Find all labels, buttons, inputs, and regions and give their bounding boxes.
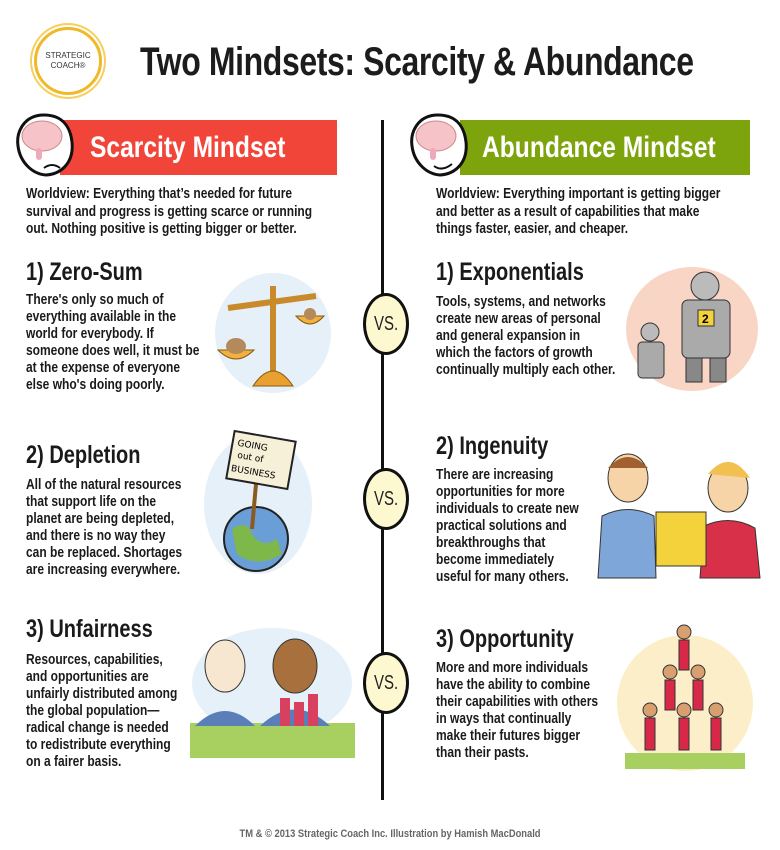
vs-label: VS. xyxy=(373,312,399,335)
people-sharing-ideas-illustration xyxy=(597,453,761,579)
vs-badge-2: VS. xyxy=(363,468,409,530)
abundance-title: Abundance Mindset xyxy=(482,130,716,164)
scarcity-heading-1: 1) Zero-Sum xyxy=(26,258,143,286)
strategic-coach-logo: STRATEGIC COACH® xyxy=(34,27,102,95)
robots-illustration: 2 xyxy=(626,267,758,391)
vs-label: VS. xyxy=(373,487,399,510)
abundance-text-2: There are increasing opportunities for m… xyxy=(436,466,579,585)
logo-text: STRATEGIC COACH® xyxy=(45,51,91,70)
vs-label: VS. xyxy=(373,671,399,694)
human-pyramid-illustration xyxy=(617,624,753,771)
abundance-heading-1: 1) Exponentials xyxy=(436,258,584,286)
vs-badge-1: VS. xyxy=(363,293,409,355)
abundance-banner: Abundance Mindset xyxy=(460,120,750,175)
abundance-heading-2: 2) Ingenuity xyxy=(436,432,549,460)
scarcity-text-3: Resources, capabilities, and opportuniti… xyxy=(26,651,178,770)
center-divider xyxy=(381,120,384,800)
happy-brain-head-icon xyxy=(410,113,468,177)
vs-badge-3: VS. xyxy=(363,652,409,714)
unfair-distribution-illustration xyxy=(190,628,355,758)
footer-text: TM & © 2013 Strategic Coach Inc. Illustr… xyxy=(239,828,541,840)
abundance-text-1: Tools, systems, and networks create new … xyxy=(436,293,616,378)
abundance-text-3: More and more individuals have the abili… xyxy=(436,659,599,761)
page-title: Two Mindsets: Scarcity & Abundance xyxy=(140,40,694,84)
sad-brain-head-icon xyxy=(16,113,74,177)
footer-credit: TM & © 2013 Strategic Coach Inc. Illustr… xyxy=(0,828,780,840)
going-out-of-business-illustration: GOING out of BUSINESS xyxy=(204,429,312,574)
robot-badge: 2 xyxy=(702,312,709,326)
balance-scale-illustration xyxy=(215,273,331,393)
scarcity-text-2: All of the natural resources that suppor… xyxy=(26,476,183,578)
scarcity-banner: Scarcity Mindset xyxy=(60,120,337,175)
scarcity-title: Scarcity Mindset xyxy=(90,130,286,164)
abundance-heading-3: 3) Opportunity xyxy=(436,625,574,653)
abundance-worldview: Worldview: Everything important is getti… xyxy=(436,185,721,237)
scarcity-worldview: Worldview: Everything that’s needed for … xyxy=(26,185,313,237)
scarcity-heading-2: 2) Depletion xyxy=(26,441,141,469)
scarcity-heading-3: 3) Unfairness xyxy=(26,615,153,643)
scarcity-text-1: There's only so much of everything avail… xyxy=(26,291,200,393)
svg-text:out of: out of xyxy=(236,451,264,466)
